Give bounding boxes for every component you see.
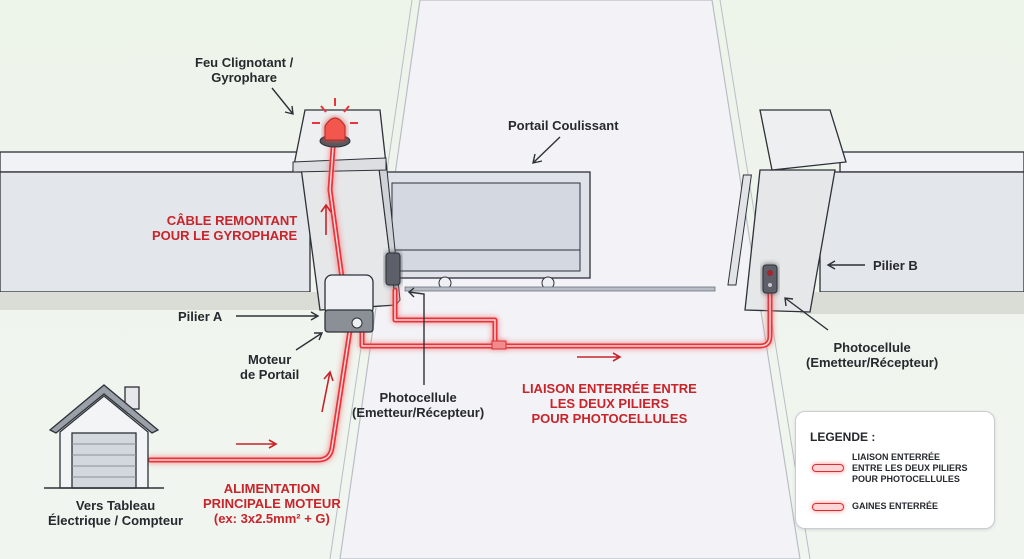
label-line: POUR LE GYROPHARE	[152, 228, 298, 243]
sliding-gate	[384, 171, 716, 292]
label-line: (ex: 3x2.5mm² + G)	[213, 511, 330, 526]
label-line: Photocellule	[379, 390, 457, 405]
label-line: de Portail	[240, 367, 300, 382]
legend: LEGENDE : LIAISON ENTERRÉE ENTRE LES DEU…	[795, 411, 995, 529]
legend-line: POUR PHOTOCELLULES	[852, 474, 960, 484]
label-cable-gyrophare: CÂBLE REMONTANT POUR LE GYROPHARE	[152, 213, 297, 243]
driveway	[339, 0, 801, 559]
legend-swatch-gaines	[812, 503, 844, 511]
legend-line: LIAISON ENTERRÉE	[852, 452, 941, 462]
legend-line: ENTRE LES DEUX PILIERS	[852, 463, 968, 473]
label-line: Moteur	[247, 352, 292, 367]
label-line: Gyrophare	[211, 70, 277, 85]
callout-arrows	[236, 87, 865, 385]
label-line: POUR PHOTOCELLULES	[531, 411, 688, 426]
label-portail: Portail Coulissant	[508, 118, 619, 133]
label-liaison: LIAISON ENTERRÉE ENTRE LES DEUX PILIERS …	[522, 381, 697, 426]
arrow-right-icon	[577, 352, 622, 362]
label-line: PRINCIPALE MOTEUR	[203, 496, 341, 511]
wall-left	[0, 151, 320, 310]
label-line: (Emetteur/Récepteur)	[352, 405, 485, 420]
label-gyrophare: Feu Clignotant / Gyrophare	[195, 55, 293, 85]
flow-arrows	[236, 203, 622, 449]
label-alimentation: ALIMENTATION PRINCIPALE MOTEUR (ex: 3x2.…	[203, 481, 341, 526]
legend-title: LEGENDE :	[810, 430, 876, 444]
label-moteur: Moteur de Portail	[240, 352, 299, 382]
label-photocellule-a: Photocellule (Emetteur/Récepteur)	[352, 390, 484, 420]
arrow-up-icon	[321, 370, 334, 413]
arrow-up-icon	[320, 203, 332, 235]
label-line: ALIMENTATION	[223, 481, 320, 496]
label-pilier-b: Pilier B	[873, 258, 918, 273]
label-line: Photocellule	[833, 340, 911, 355]
legend-line: GAINES ENTERRÉE	[852, 501, 939, 511]
label-line: CÂBLE REMONTANT	[166, 213, 298, 228]
flashing-light-icon	[312, 98, 358, 148]
legend-item-gaines: GAINES ENTERRÉE	[852, 501, 938, 512]
house-icon	[44, 384, 164, 489]
label-line: LES DEUX PILIERS	[549, 396, 669, 411]
label-line: Feu Clignotant /	[195, 55, 294, 70]
label-tableau: Vers Tableau Électrique / Compteur	[48, 498, 183, 528]
label-photocellule-b: Photocellule (Emetteur/Récepteur)	[806, 340, 938, 370]
motor-icon	[324, 274, 374, 333]
legend-swatch-liaison	[812, 464, 844, 472]
label-line: Électrique / Compteur	[48, 513, 184, 528]
label-pilier-a: Pilier A	[178, 309, 223, 324]
photocell-icon	[762, 264, 778, 294]
label-line: Vers Tableau	[75, 498, 156, 513]
label-line: LIAISON ENTERRÉE ENTRE	[522, 381, 697, 396]
label-line: (Emetteur/Récepteur)	[806, 355, 939, 370]
legend-item-liaison: LIAISON ENTERRÉE ENTRE LES DEUX PILIERS …	[852, 452, 968, 485]
photocell-icon	[385, 252, 401, 286]
wall-right	[800, 151, 1024, 314]
arrow-right-icon	[236, 439, 278, 449]
cables	[147, 145, 773, 463]
